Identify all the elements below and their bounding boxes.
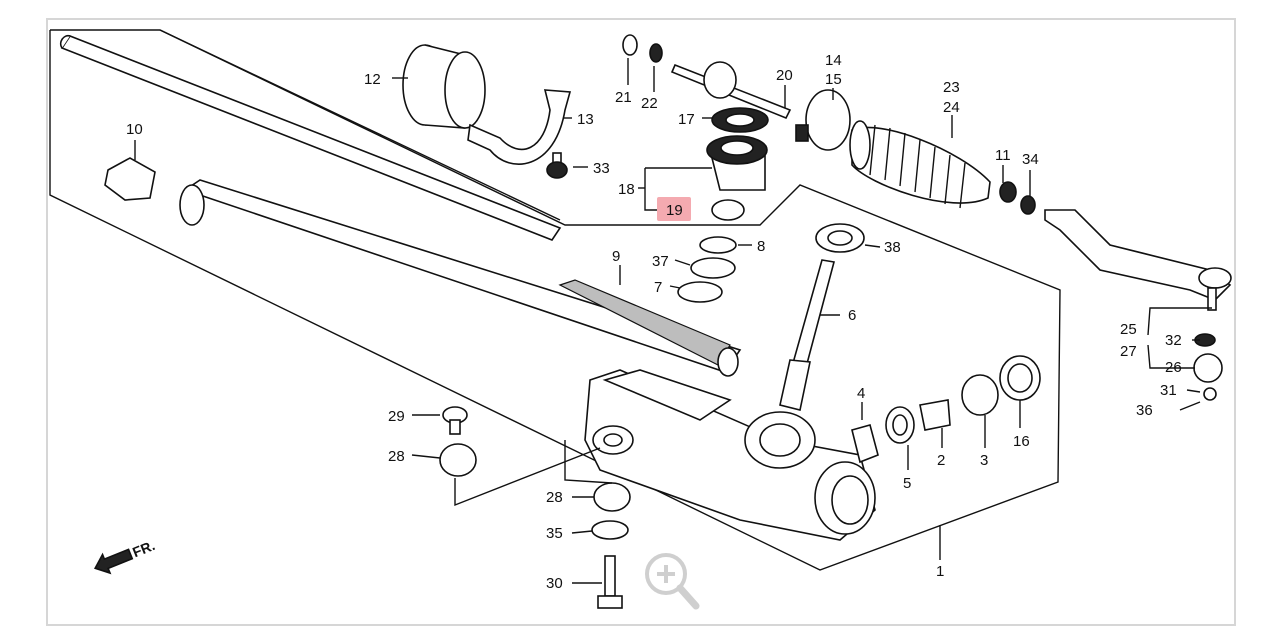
callout-5: 5 bbox=[903, 475, 911, 492]
callout-20: 20 bbox=[776, 67, 793, 84]
front-direction-arrow: FR. bbox=[94, 537, 157, 575]
washers-21-22 bbox=[622, 34, 663, 63]
callout-11: 11 bbox=[995, 147, 1011, 164]
callout-29: 29 bbox=[388, 408, 405, 425]
callout-16: 16 bbox=[1013, 433, 1030, 450]
rack-tube-upper bbox=[59, 34, 562, 241]
callout-28-bottom: 28 bbox=[546, 489, 563, 506]
callout-32: 32 bbox=[1165, 332, 1182, 349]
callout-25: 25 bbox=[1120, 321, 1137, 338]
callout-36: 36 bbox=[1136, 402, 1153, 419]
pinion-stack bbox=[706, 107, 769, 221]
zoom-in-icon bbox=[645, 553, 700, 610]
pinion-shaft-6 bbox=[779, 259, 835, 411]
bolt-33 bbox=[546, 152, 568, 179]
callout-4: 4 bbox=[857, 385, 865, 402]
leader-lines bbox=[134, 58, 1212, 584]
boot-clamp-14-15 bbox=[795, 89, 851, 151]
inner-tie-rod-20 bbox=[670, 61, 792, 120]
callout-15: 15 bbox=[825, 71, 842, 88]
callout-6: 6 bbox=[848, 307, 856, 324]
callout-13: 13 bbox=[577, 111, 594, 128]
callout-22: 22 bbox=[641, 95, 658, 112]
bushing-12 bbox=[402, 44, 486, 129]
tie-rod-end-small-parts bbox=[1179, 333, 1223, 411]
rack-guide-parts bbox=[851, 355, 1041, 464]
callout-18: 18 bbox=[618, 181, 635, 198]
callout-38: 38 bbox=[884, 239, 901, 256]
callout-28-left: 28 bbox=[388, 448, 405, 465]
callout-23: 23 bbox=[943, 79, 960, 96]
callout-21: 21 bbox=[615, 89, 632, 106]
callout-1: 1 bbox=[936, 563, 944, 580]
bearing-38 bbox=[815, 223, 865, 253]
rack-boot-23-24 bbox=[849, 120, 991, 209]
seals-7-8-37 bbox=[677, 236, 737, 303]
callout-24: 24 bbox=[943, 99, 960, 116]
callout-17: 17 bbox=[678, 111, 695, 128]
callout-2: 2 bbox=[937, 452, 945, 469]
bracket-13 bbox=[467, 89, 572, 165]
callout-9: 9 bbox=[612, 248, 620, 265]
callout-30: 30 bbox=[546, 575, 563, 592]
tie-rod-end bbox=[1044, 209, 1232, 311]
callout-highlight-19 bbox=[657, 197, 691, 221]
direction-label: FR. bbox=[130, 537, 157, 560]
callout-27: 27 bbox=[1120, 343, 1137, 360]
clip-10 bbox=[104, 157, 156, 201]
callout-7: 7 bbox=[654, 279, 662, 296]
gearbox-housing bbox=[584, 369, 876, 541]
zoom-in-button[interactable] bbox=[640, 548, 702, 614]
rack-shaft bbox=[179, 179, 742, 377]
callout-12: 12 bbox=[364, 71, 381, 88]
callout-3: 3 bbox=[980, 452, 988, 469]
callout-35: 35 bbox=[546, 525, 563, 542]
callout-26: 26 bbox=[1165, 359, 1182, 376]
callout-31: 31 bbox=[1160, 382, 1177, 399]
callout-33: 33 bbox=[593, 160, 610, 177]
assembly-outline bbox=[49, 29, 1061, 571]
callout-14: 14 bbox=[825, 52, 842, 69]
callout-19: 19 bbox=[666, 202, 683, 219]
callout-10: 10 bbox=[126, 121, 143, 138]
callout-8: 8 bbox=[757, 238, 765, 255]
nuts-11-34 bbox=[999, 181, 1036, 215]
callout-34: 34 bbox=[1022, 151, 1039, 168]
callout-labels: 12 13 10 33 21 22 17 18 19 20 14 15 23 2… bbox=[126, 52, 1182, 592]
callout-37: 37 bbox=[652, 253, 669, 270]
